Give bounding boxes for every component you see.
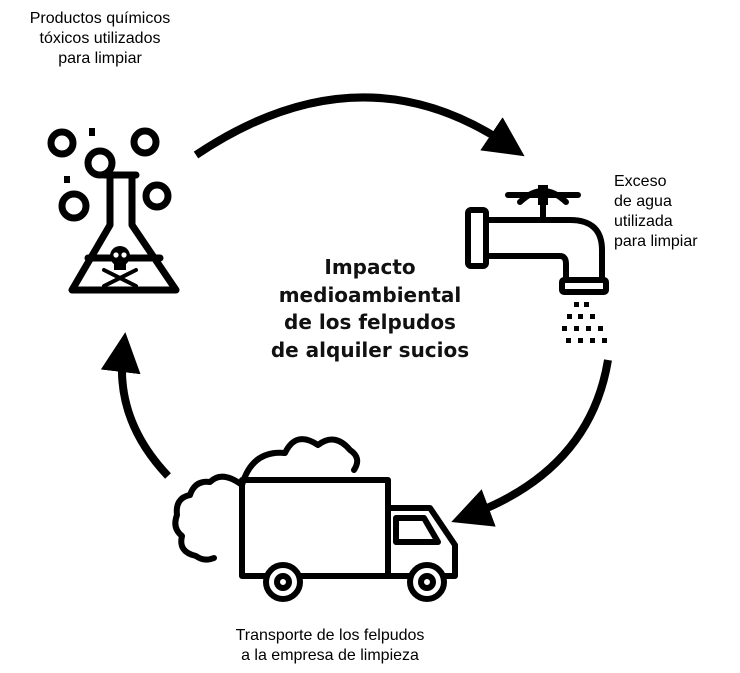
center-title-line: de alquiler sucios — [270, 337, 470, 362]
center-title-line: Impacto — [324, 255, 416, 279]
arrow-transport-to-chemicals — [100, 332, 171, 479]
water-label-line: Exceso — [614, 173, 667, 190]
arrow-chemicals-to-water — [193, 93, 525, 159]
arrow-water-to-transport — [451, 359, 612, 527]
transport-label-line: a la empresa de limpieza — [241, 647, 419, 664]
transport-label-line: Transporte de los felpudos — [235, 627, 425, 644]
transport-label: Transporte de los felpudos a la empresa … — [150, 626, 510, 666]
water-label-line: utilizada — [614, 213, 673, 230]
dripping-faucet-icon — [465, 185, 609, 295]
chemicals-label: Productos químicos tóxicos utilizados pa… — [0, 9, 200, 69]
chemicals-label-line: Productos químicos — [29, 10, 171, 27]
chemicals-label-line: tóxicos utilizados — [39, 30, 161, 47]
water-label: Exceso de agua utilizada para limpiar — [614, 172, 734, 252]
center-title: Impacto medioambiental de los felpudos d… — [240, 254, 500, 364]
center-title-line: de los felpudos — [284, 310, 456, 334]
center-title-line: medioambiental — [278, 282, 462, 307]
water-label-line: de agua — [614, 193, 672, 210]
water-label-line: para limpiar — [614, 233, 698, 250]
water-drops — [562, 302, 607, 343]
toxic-flask-icon — [47, 127, 180, 294]
chemicals-label-line: para limpiar — [58, 50, 142, 67]
truck-with-exhaust-icon — [172, 436, 458, 602]
